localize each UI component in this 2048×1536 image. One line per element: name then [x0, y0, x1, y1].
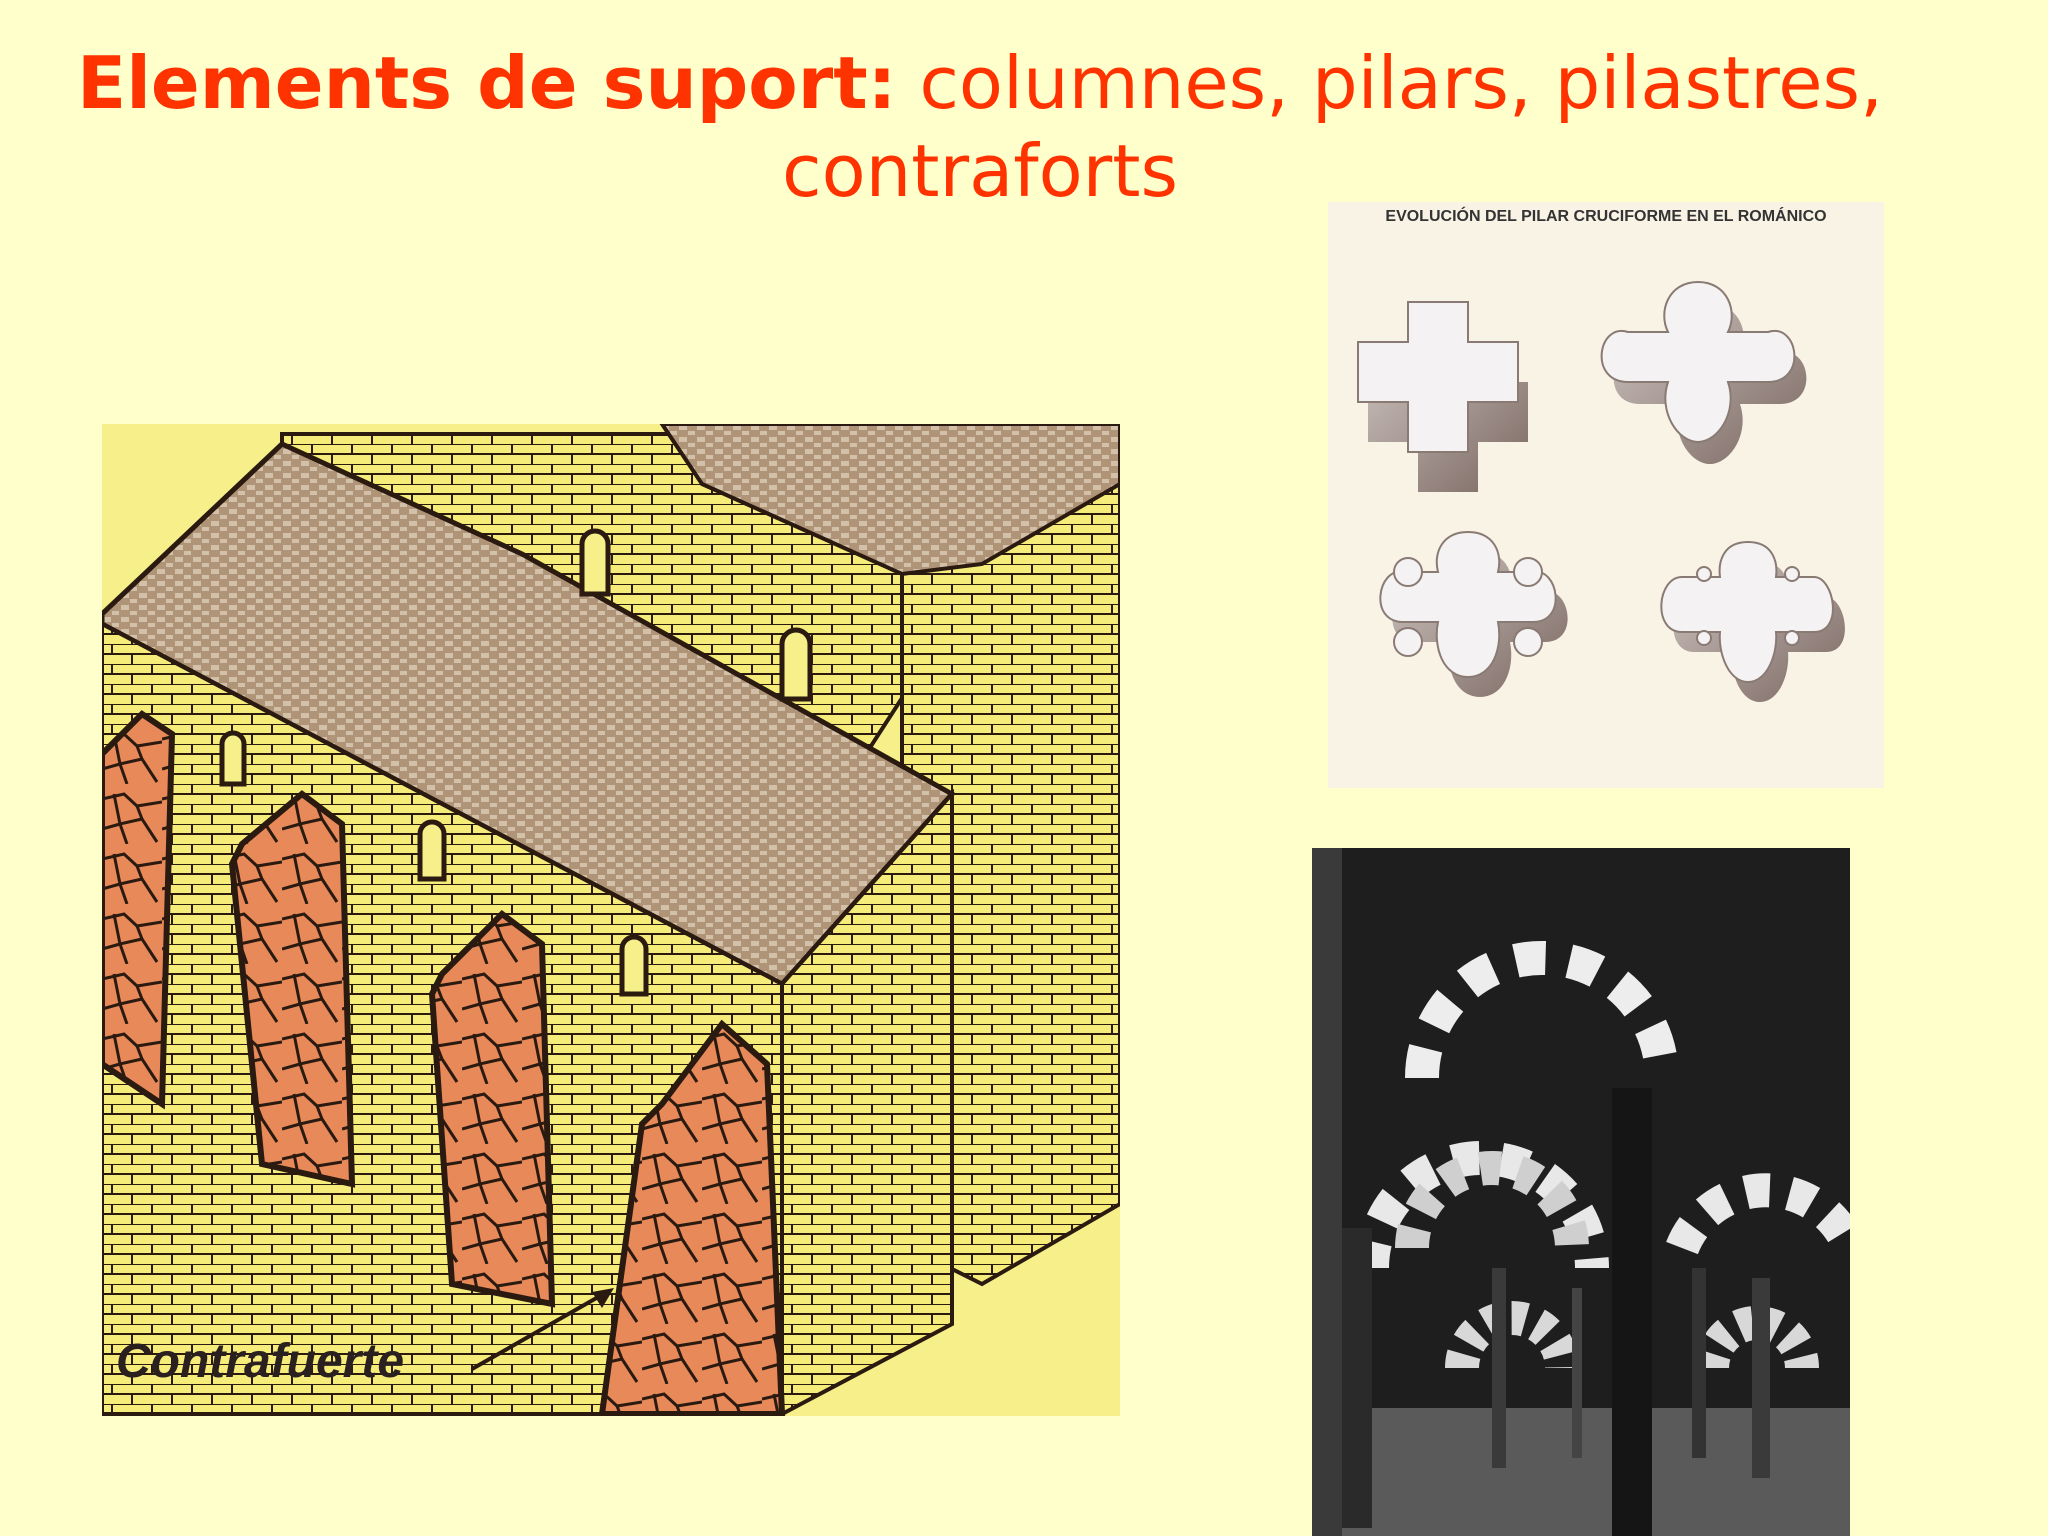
pillar-figure-heading: EVOLUCIÓN DEL PILAR CRUCIFORME EN EL ROM…: [1385, 208, 1827, 225]
mosque-arcade-photo: [1312, 848, 1850, 1536]
title-line-1: Elements de suport: columnes, pilars, pi…: [60, 40, 1900, 128]
pillar-evolution-figure: EVOLUCIÓN DEL PILAR CRUCIFORME EN EL ROM…: [1328, 202, 1884, 788]
buttress-illustration: Contrafuerte: [102, 424, 1120, 1416]
contrafuerte-label: Contrafuerte: [116, 1335, 405, 1388]
title-bold-part: Elements de suport:: [77, 41, 897, 125]
pillar-shapes: [1357, 280, 1845, 702]
building-drawing: [102, 424, 1120, 1416]
pillar-shape-2: [1600, 280, 1807, 464]
arcade-drawing: [1312, 848, 1850, 1536]
pillar-shape-1: [1357, 301, 1528, 492]
title-line-2: contraforts: [782, 128, 1178, 213]
slide-title: Elements de suport: columnes, pilars, pi…: [60, 40, 1900, 216]
title-regular-part: columnes, pilars, pilastres,: [896, 41, 1883, 125]
pillar-shape-3: [1379, 530, 1568, 697]
pillar-shape-4: [1660, 540, 1845, 702]
